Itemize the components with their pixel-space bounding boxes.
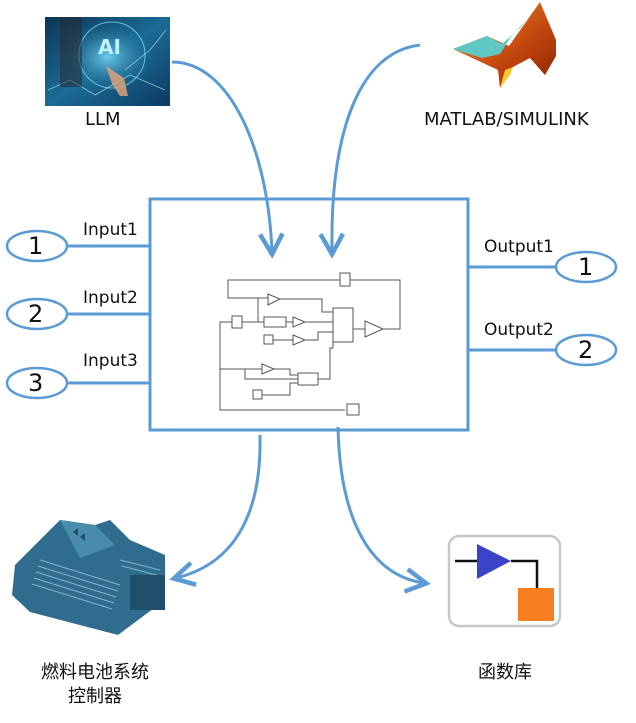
- gain-block: [267, 293, 282, 306]
- model-to-library-arrow: [336, 426, 424, 583]
- controller-label-line2: 控制器: [68, 686, 122, 707]
- output1-label: Output1: [484, 237, 554, 257]
- input1-port-number: 1: [28, 232, 44, 260]
- output2-port-number: 2: [578, 336, 594, 364]
- input3-label: Input3: [83, 351, 138, 371]
- fcn-block: [263, 316, 287, 328]
- integrator1-block: [231, 315, 243, 329]
- input2-port[interactable]: [5, 297, 69, 331]
- output2-port[interactable]: [554, 333, 618, 367]
- input3-port-number: 3: [28, 369, 44, 397]
- controller-label-line1: 燃料电池系统: [41, 662, 149, 683]
- switch-block: [297, 372, 319, 386]
- library-label: 函数库: [478, 662, 532, 683]
- ecu-controller-image: [12, 520, 165, 635]
- model-block-frame[interactable]: [148, 197, 470, 432]
- matlab-label: MATLAB/SIMULINK: [424, 109, 589, 130]
- simulink-model-diagram: [219, 272, 401, 416]
- input2-label: Input2: [83, 288, 138, 308]
- matlab-to-model-arrow: [332, 43, 421, 252]
- input1-port[interactable]: [5, 229, 69, 263]
- llm-label: LLM: [85, 109, 121, 130]
- input3-port[interactable]: [5, 366, 69, 400]
- matlab-membrane-logo: [453, 2, 556, 88]
- simulink-library-icon[interactable]: [447, 534, 562, 628]
- constant-block: [252, 389, 263, 400]
- ai-image-text: AI: [98, 35, 121, 59]
- gain-triangle-icon: [477, 544, 511, 579]
- scope-block: [346, 403, 360, 416]
- output1-port[interactable]: [554, 250, 618, 284]
- llm-to-model-arrow: [171, 60, 272, 252]
- output1-port-number: 1: [578, 253, 594, 281]
- controller-label: 燃料电池系统 控制器: [20, 661, 170, 709]
- model-to-controller-arrow: [176, 434, 262, 578]
- integrator-block: [339, 272, 351, 287]
- output2-label: Output2: [484, 320, 554, 340]
- ai-hand-image: [45, 17, 170, 106]
- orange-square-icon: [518, 588, 554, 621]
- subtract-block: [332, 307, 354, 343]
- input2-port-number: 2: [28, 300, 44, 328]
- input1-label: Input1: [83, 220, 138, 240]
- gain-1-over-m-block: [364, 320, 385, 338]
